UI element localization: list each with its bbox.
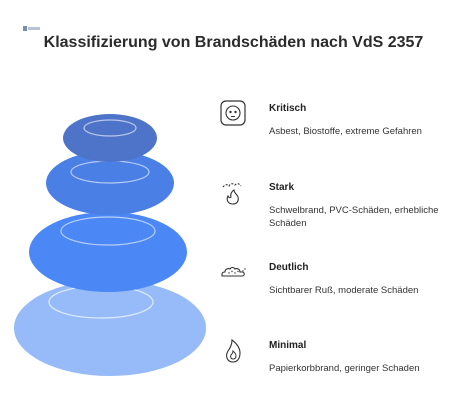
flame-icon [226, 338, 241, 363]
level-label: Deutlich [269, 262, 309, 273]
level-label: Minimal [269, 340, 307, 351]
level-minimal: Minimal Papierkorbbrand, geringer Schade… [219, 336, 459, 380]
level-description: Schwelbrand, PVC-Schäden, erhebliche Sch… [269, 205, 439, 229]
pebble-deutlich [29, 212, 187, 292]
pebble-kritisch [63, 114, 157, 162]
skull-plug-icon [220, 100, 246, 126]
page-title: Klassifizierung von Brandschäden nach Vd… [43, 34, 424, 51]
level-kritisch: Kritisch Asbest, Biostoffe, extreme Gefa… [219, 99, 459, 143]
level-stark: Stark Schwelbrand, PVC-Schäden, erheblic… [219, 178, 459, 238]
logo-icon [23, 26, 40, 31]
level-description: Sichtbarer Ruß, moderate Schäden [269, 285, 419, 296]
level-description: Asbest, Biostoffe, extreme Gefahren [269, 126, 422, 137]
level-description: Papierkorbbrand, geringer Schaden [269, 363, 420, 374]
level-label: Kritisch [269, 103, 307, 114]
pebble-minimal [14, 280, 206, 376]
level-deutlich: Deutlich Sichtbarer Ruß, moderate Schäde… [219, 258, 459, 302]
fire-smoke-icon [222, 183, 242, 205]
level-label: Stark [269, 182, 295, 193]
soot-cloud-icon [221, 266, 246, 277]
pebble-stack [14, 114, 206, 376]
